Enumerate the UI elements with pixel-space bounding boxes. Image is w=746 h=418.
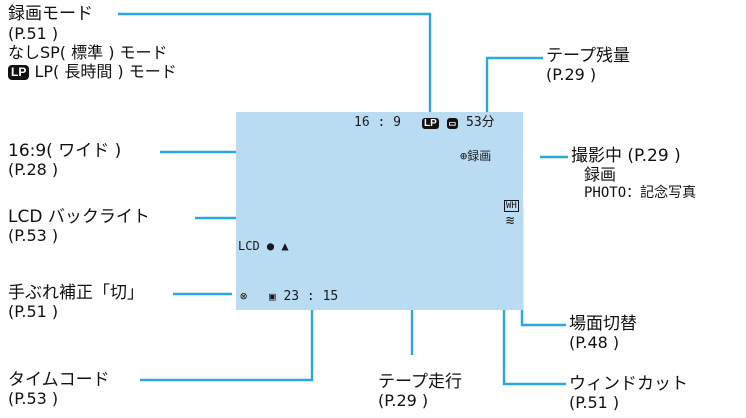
scene-page: (P.48 ) — [569, 333, 620, 352]
scene-indicator: WH — [504, 200, 519, 213]
tape-status: LP ▭ 53分 — [422, 116, 495, 129]
wind-cut-page: (P.51 ) — [569, 393, 620, 412]
tape-counter-icon: ▣ — [269, 290, 276, 303]
recording-title: 撮影中 (P.29 ) — [571, 146, 681, 166]
rec-mode-sp-line: なしSP( 標準 ) モード — [8, 43, 168, 62]
tape-run-title: テープ走行 — [378, 372, 462, 392]
rec-mode-lp-line: LP LP( 長時間 ) モード — [8, 64, 177, 80]
stabilizer-page: (P.51 ) — [8, 302, 59, 321]
aspect-page: (P.28 ) — [8, 160, 59, 179]
record-icon: ⊕ — [460, 149, 468, 163]
lp-badge: LP — [8, 65, 30, 80]
scene-title: 場面切替 — [569, 314, 637, 334]
aspect-title: 16:9( ワイド ) — [8, 141, 122, 161]
recording-text: 録画 — [467, 149, 492, 163]
tape-remaining-connector — [485, 56, 543, 112]
recording-rec: 録画 — [584, 165, 617, 184]
tape-remaining-title: テープ残量 — [546, 46, 630, 66]
lcd-title: LCD バックライト — [8, 207, 150, 227]
rec-mode-title: 録画モード — [8, 4, 93, 24]
rec-mode-connector — [118, 12, 432, 112]
stabilizer-off-icon: ⊗ — [240, 289, 248, 303]
recording-indicator: ⊕録画 — [460, 150, 491, 163]
wind-cut-title: ウィンドカット — [569, 374, 688, 394]
scene-badge-icon: WH — [504, 200, 519, 212]
timecode-title: タイムコード — [8, 370, 110, 390]
lcd-backlight-indicator: LCD ● ▲ — [238, 239, 289, 253]
timecode-page: (P.53 ) — [8, 389, 59, 408]
tape-run-page: (P.29 ) — [378, 391, 429, 410]
stabilizer-title: 手ぶれ補正「切」 — [8, 283, 144, 303]
aspect-indicator: 16 : 9 — [354, 115, 401, 130]
rec-mode-page: (P.51 ) — [8, 24, 59, 43]
tape-remaining-page: (P.29 ) — [546, 65, 597, 84]
tape-remaining-value: 53分 — [466, 115, 495, 130]
wind-cut-icon: ≋ — [506, 213, 515, 229]
timecode-connector — [140, 305, 314, 382]
rec-mode-lp-text: LP( 長時間 ) モード — [34, 62, 177, 81]
recording-photo: PHOTO：記念写真 — [584, 185, 697, 201]
tape-icon: ▭ — [446, 118, 459, 129]
lcd-screen: 16 : 9 LP ▭ 53分 ⊕録画 WH ≋ LCD ● ▲ ⊗ ▣ 23 … — [236, 112, 523, 310]
timecode-display: ▣ 23 : 15 — [269, 290, 338, 303]
timecode-value: 23 : 15 — [283, 289, 339, 304]
lp-badge-icon: LP — [422, 118, 439, 129]
lcd-page: (P.53 ) — [8, 226, 59, 245]
